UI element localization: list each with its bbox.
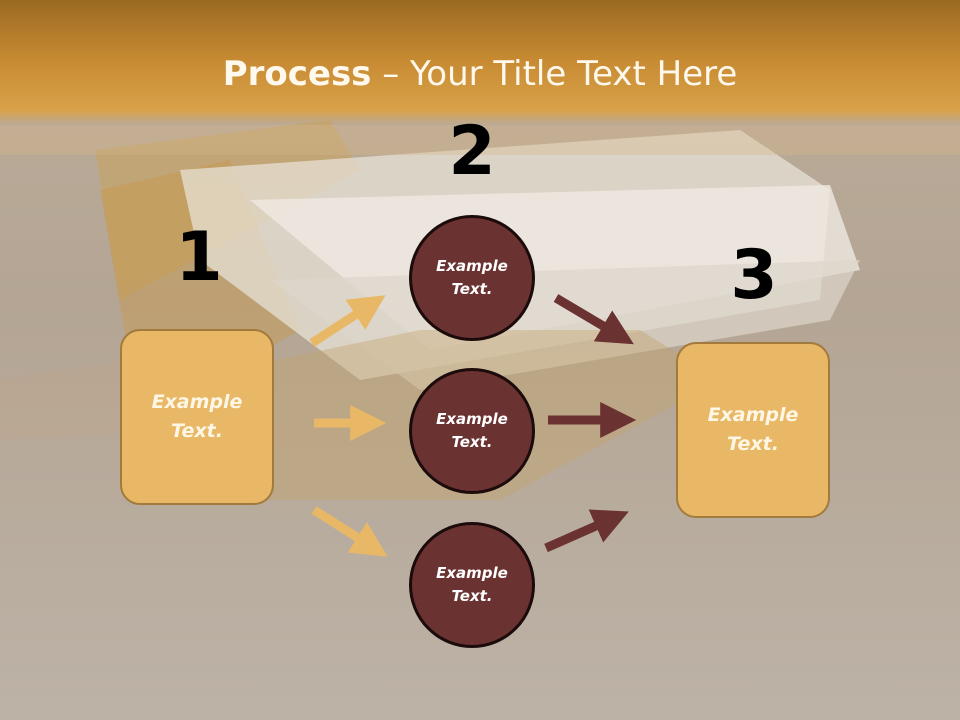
- step-number-3: 3: [730, 236, 778, 315]
- right-box: Example Text.: [676, 342, 830, 518]
- circle-top: Example Text.: [409, 215, 535, 341]
- left-box-label: Example Text.: [151, 391, 243, 442]
- right-box-label: Example Text.: [707, 404, 799, 455]
- arrow-left-to-bottom: [311, 506, 388, 557]
- circle-top-label: Example Text.: [436, 257, 508, 298]
- circle-middle: Example Text.: [409, 368, 535, 494]
- step-number-1: 1: [175, 218, 223, 297]
- circle-bottom: Example Text.: [409, 522, 535, 648]
- step-number-2: 2: [448, 112, 496, 191]
- title-bold: Process: [222, 54, 372, 94]
- title-rest: – Your Title Text Here: [371, 54, 738, 94]
- circle-middle-label: Example Text.: [436, 410, 508, 451]
- circle-bottom-label: Example Text.: [436, 564, 508, 605]
- arrow-left-to-top: [309, 295, 386, 347]
- arrow-bottom-to-right: [544, 509, 629, 553]
- arrow-top-to-right: [553, 294, 634, 345]
- slide-title: Process – Your Title Text Here: [0, 52, 960, 96]
- left-box: Example Text.: [120, 329, 274, 505]
